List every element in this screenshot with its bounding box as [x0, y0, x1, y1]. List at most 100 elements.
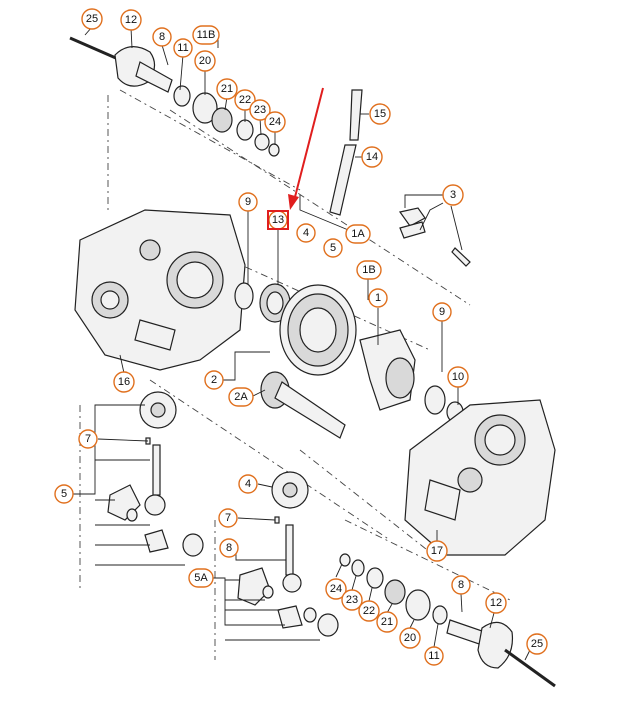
callout-ring	[485, 592, 507, 614]
callout-7-left[interactable]: 7	[78, 429, 98, 449]
callout-ring	[249, 99, 271, 121]
callout-1[interactable]: 1	[368, 288, 388, 308]
callout-25-bot[interactable]: 25	[526, 633, 548, 655]
callout-label: 13	[272, 214, 284, 226]
callout-ring	[432, 302, 452, 322]
callout-label: 16	[118, 376, 130, 388]
callout-1b[interactable]: 1B	[356, 260, 382, 280]
callout-1a[interactable]: 1A	[345, 224, 371, 244]
callout-15[interactable]: 15	[369, 103, 391, 125]
callout-ring	[358, 600, 380, 622]
callout-ring	[78, 429, 98, 449]
callout-ring	[152, 27, 172, 47]
callout-label: 5A	[194, 572, 208, 584]
callout-ring	[81, 8, 103, 30]
callout-label: 1	[375, 292, 381, 304]
callout-12-bot[interactable]: 12	[485, 592, 507, 614]
selector-bracket	[398, 207, 471, 267]
callout-3[interactable]: 3	[442, 184, 464, 206]
callout-12-top[interactable]: 12	[120, 9, 142, 31]
callout-2a[interactable]: 2A	[228, 387, 254, 407]
callout-14[interactable]: 14	[361, 146, 383, 168]
upper-flange-shaft-assembly	[69, 36, 280, 157]
callout-8-mid[interactable]: 8	[219, 538, 239, 558]
leader-lines	[73, 26, 531, 661]
callout-ring	[264, 111, 286, 133]
callout-23-bot[interactable]: 23	[341, 589, 363, 611]
callout-label: 5	[330, 242, 336, 254]
callout-ring	[426, 540, 448, 562]
callout-label: 7	[225, 512, 231, 524]
callout-21-top[interactable]: 21	[216, 78, 238, 100]
callout-ring	[376, 611, 398, 633]
callout-5-left[interactable]: 5	[54, 484, 74, 504]
lower-flange-shaft-assembly	[339, 553, 556, 688]
callout-17[interactable]: 17	[426, 540, 448, 562]
callout-4-mid[interactable]: 4	[238, 474, 258, 494]
callout-ring	[238, 474, 258, 494]
callout-23-top[interactable]: 23	[249, 99, 271, 121]
ring-gear-differential	[279, 284, 464, 423]
callout-ring	[526, 633, 548, 655]
callout-21-bot[interactable]: 21	[376, 611, 398, 633]
highlight-box	[267, 210, 289, 230]
callout-label: 2	[211, 374, 217, 386]
callout-9-right[interactable]: 9	[432, 302, 452, 322]
callout-ring	[323, 238, 343, 258]
callout-label: 22	[239, 94, 251, 106]
callout-label: 4	[303, 227, 309, 239]
callout-label: 20	[404, 632, 416, 644]
callout-9-top[interactable]: 9	[238, 192, 258, 212]
callout-label: 23	[346, 594, 358, 606]
pointer-arrow-line	[294, 87, 324, 198]
callout-ring	[218, 508, 238, 528]
callout-10[interactable]: 10	[447, 366, 469, 388]
callout-4-top[interactable]: 4	[296, 223, 316, 243]
callout-label: 1A	[351, 228, 365, 240]
callout-label: 8	[159, 31, 165, 43]
callout-ring	[424, 646, 444, 666]
callout-7-mid[interactable]: 7	[218, 508, 238, 528]
callout-20-bot[interactable]: 20	[399, 627, 421, 649]
callout-13[interactable]: 13	[268, 210, 288, 230]
callout-label: 12	[125, 14, 137, 26]
callout-label: 17	[431, 545, 443, 557]
callout-label: 11B	[197, 29, 216, 41]
callout-label: 25	[86, 13, 98, 25]
callout-11-top[interactable]: 11	[173, 38, 193, 58]
callout-5a[interactable]: 5A	[188, 568, 214, 588]
callout-label: 23	[254, 104, 266, 116]
callout-11b[interactable]: 11B	[192, 25, 220, 45]
callout-ring	[204, 370, 224, 390]
callout-label: 8	[458, 579, 464, 591]
callout-label: 9	[245, 196, 251, 208]
callout-16[interactable]: 16	[113, 371, 135, 393]
callout-ring	[447, 366, 469, 388]
callout-label: 9	[439, 306, 445, 318]
right-gearbox-housing	[404, 399, 556, 556]
callout-24-top[interactable]: 24	[264, 111, 286, 133]
callout-ring	[442, 184, 464, 206]
callout-20-top[interactable]: 20	[194, 50, 216, 72]
callout-24-bot[interactable]: 24	[325, 578, 347, 600]
callout-ring	[120, 9, 142, 31]
callout-22-bot[interactable]: 22	[358, 600, 380, 622]
callout-22-top[interactable]: 22	[234, 89, 256, 111]
callout-ring	[54, 484, 74, 504]
callout-25-top[interactable]: 25	[81, 8, 103, 30]
callout-label: 25	[531, 638, 543, 650]
differential-parts-middle	[237, 471, 339, 637]
callout-ring	[451, 575, 471, 595]
callout-5-top[interactable]: 5	[323, 238, 343, 258]
callout-2[interactable]: 2	[204, 370, 224, 390]
callout-11-bot[interactable]: 11	[424, 646, 444, 666]
callout-ring	[173, 38, 193, 58]
callout-ring	[216, 78, 238, 100]
callouts: 25 12 8 11 11B 20 21 22 23 24 15 14 3 9 …	[54, 8, 548, 666]
pinion-shaft	[260, 371, 346, 439]
callout-8-top[interactable]: 8	[152, 27, 172, 47]
highlight-annotation	[267, 87, 324, 230]
callout-8-bot[interactable]: 8	[451, 575, 471, 595]
callout-label: 11	[428, 650, 439, 662]
callout-ring	[296, 223, 316, 243]
